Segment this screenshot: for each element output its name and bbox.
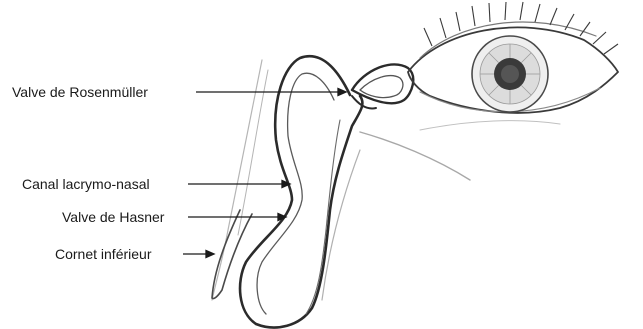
lacrimal-sac-and-duct [240,56,362,327]
eye [408,2,618,113]
label-valve-de-rosenmuller: Valve de Rosenmüller [12,84,148,100]
label-canal-lacrymo-nasal: Canal lacrymo-nasal [22,176,150,192]
label-cornet-inferieur: Cornet inférieur [55,246,152,262]
callout-arrows [183,89,346,258]
label-valve-de-hasner: Valve de Hasner [62,209,164,225]
inferior-turbinate [212,210,252,299]
